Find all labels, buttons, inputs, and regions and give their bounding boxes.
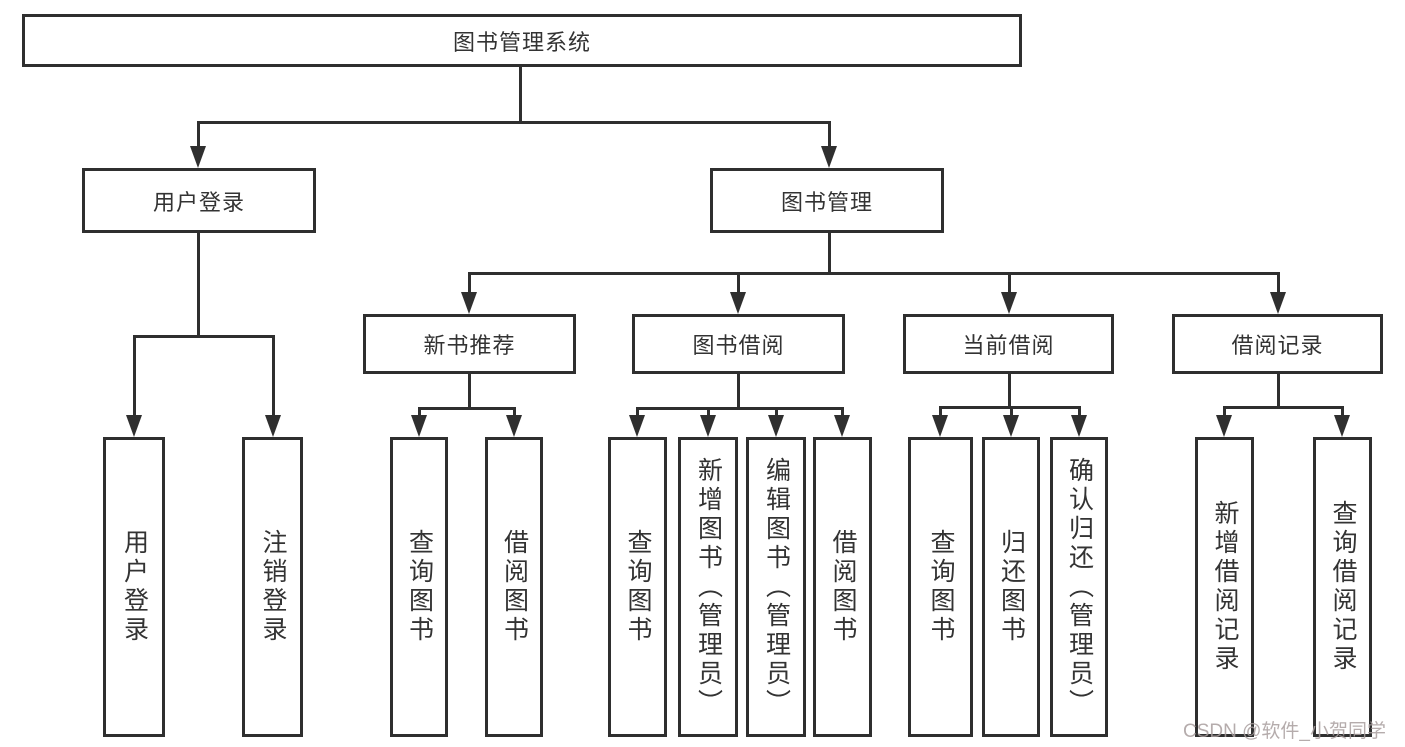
leaf-return-books-label: 归还图书 xyxy=(997,529,1026,645)
leaf-borrow-books-recommend: 借阅图书 xyxy=(485,437,543,737)
connector-drop-login xyxy=(133,335,136,419)
leaf-confirm-return-label: 确认归还（管理员） xyxy=(1065,456,1094,718)
leaf-query-books-recommend: 查询图书 xyxy=(390,437,448,737)
connector-drop-new-book-recommend xyxy=(468,272,471,300)
arrow-down-icon xyxy=(461,292,477,314)
arrow-down-icon xyxy=(629,415,645,437)
node-user-login-label: 用户登录 xyxy=(152,189,245,215)
arrow-down-icon xyxy=(126,415,142,437)
connector-book-borrow-bus xyxy=(636,407,843,410)
connector-drop xyxy=(939,406,942,423)
connector-drop-borrow-records xyxy=(1277,272,1280,300)
leaf-logout: 注销登录 xyxy=(242,437,303,737)
connector-new-book-bus xyxy=(418,407,516,410)
node-new-book-recommend: 新书推荐 xyxy=(363,314,576,374)
leaf-add-borrow-record-label: 新增借阅记录 xyxy=(1211,500,1239,674)
connector-drop-book-management xyxy=(828,121,831,154)
connector-borrow-records-bus xyxy=(1223,406,1344,409)
arrow-down-icon xyxy=(1071,415,1087,437)
node-root: 图书管理系统 xyxy=(22,14,1022,67)
leaf-query-books-borrow-label: 查询图书 xyxy=(624,529,652,645)
connector-root-bus xyxy=(197,121,830,124)
connector-borrow-records-stem xyxy=(1277,374,1280,408)
node-borrow-records-label: 借阅记录 xyxy=(1231,333,1324,358)
node-book-borrow: 图书借阅 xyxy=(632,314,845,374)
node-current-borrow-label: 当前借阅 xyxy=(962,333,1055,358)
arrow-down-icon xyxy=(1001,292,1017,314)
leaf-query-books-borrow: 查询图书 xyxy=(608,437,667,737)
connector-drop-current-borrow xyxy=(1008,272,1011,300)
arrow-down-icon xyxy=(1216,415,1232,437)
leaf-query-borrow-record: 查询借阅记录 xyxy=(1313,437,1372,737)
csdn-watermark: CSDN @软件_小贺同学 xyxy=(1183,721,1386,742)
leaf-edit-books: 编辑图书（管理员） xyxy=(746,437,806,737)
connector-drop-logout xyxy=(272,335,275,419)
connector-book-borrow-stem xyxy=(737,374,740,409)
connector-drop xyxy=(1341,406,1344,423)
arrow-down-icon xyxy=(1334,415,1350,437)
arrow-down-icon xyxy=(1003,415,1019,437)
arrow-down-icon xyxy=(506,415,522,437)
node-borrow-records: 借阅记录 xyxy=(1172,314,1383,374)
leaf-query-books-current-label: 查询图书 xyxy=(927,529,955,645)
arrow-down-icon xyxy=(768,415,784,437)
connector-user-login-stem xyxy=(197,233,200,337)
node-new-book-recommend-label: 新书推荐 xyxy=(423,333,516,358)
arrow-down-icon xyxy=(265,415,281,437)
connector-new-book-stem xyxy=(468,374,471,409)
node-root-label: 图书管理系统 xyxy=(452,29,591,55)
node-book-management: 图书管理 xyxy=(710,168,944,233)
connector-book-management-stem xyxy=(828,233,831,274)
node-current-borrow: 当前借阅 xyxy=(903,314,1114,374)
leaf-return-books: 归还图书 xyxy=(982,437,1040,737)
leaf-query-borrow-record-label: 查询借阅记录 xyxy=(1329,500,1357,674)
leaf-user-login-label: 用户登录 xyxy=(120,529,149,645)
leaf-add-books: 新增图书（管理员） xyxy=(678,437,738,737)
connector-drop-user-login xyxy=(197,121,200,154)
arrow-down-icon xyxy=(1270,292,1286,314)
leaf-logout-label: 注销登录 xyxy=(259,529,287,645)
connector-current-borrow-stem xyxy=(1008,374,1011,408)
connector-drop xyxy=(1078,406,1081,423)
leaf-confirm-return: 确认归还（管理员） xyxy=(1050,437,1108,737)
connector-user-login-bus xyxy=(133,335,274,338)
leaf-borrow-books-recommend-label: 借阅图书 xyxy=(500,529,529,645)
leaf-query-books-current: 查询图书 xyxy=(908,437,973,737)
connector-drop xyxy=(1010,406,1013,423)
connector-book-management-bus xyxy=(468,272,1279,275)
connector-drop-book-borrow xyxy=(737,272,740,300)
leaf-add-borrow-record: 新增借阅记录 xyxy=(1195,437,1254,737)
leaf-borrow-books-borrow-label: 借阅图书 xyxy=(829,529,857,645)
node-book-borrow-label: 图书借阅 xyxy=(692,333,785,358)
leaf-borrow-books-borrow: 借阅图书 xyxy=(813,437,872,737)
leaf-user-login: 用户登录 xyxy=(103,437,165,737)
leaf-add-books-label: 新增图书（管理员） xyxy=(694,456,723,718)
arrow-down-icon xyxy=(821,146,837,168)
arrow-down-icon xyxy=(932,415,948,437)
connector-root-stem xyxy=(519,67,522,122)
arrow-down-icon xyxy=(834,415,850,437)
connector-drop xyxy=(1223,406,1226,423)
node-book-management-label: 图书管理 xyxy=(780,189,873,215)
node-user-login: 用户登录 xyxy=(82,168,316,233)
leaf-query-books-recommend-label: 查询图书 xyxy=(405,529,434,645)
arrow-down-icon xyxy=(411,415,427,437)
leaf-edit-books-label: 编辑图书（管理员） xyxy=(762,456,791,718)
arrow-down-icon xyxy=(730,292,746,314)
arrow-down-icon xyxy=(190,146,206,168)
arrow-down-icon xyxy=(700,415,716,437)
